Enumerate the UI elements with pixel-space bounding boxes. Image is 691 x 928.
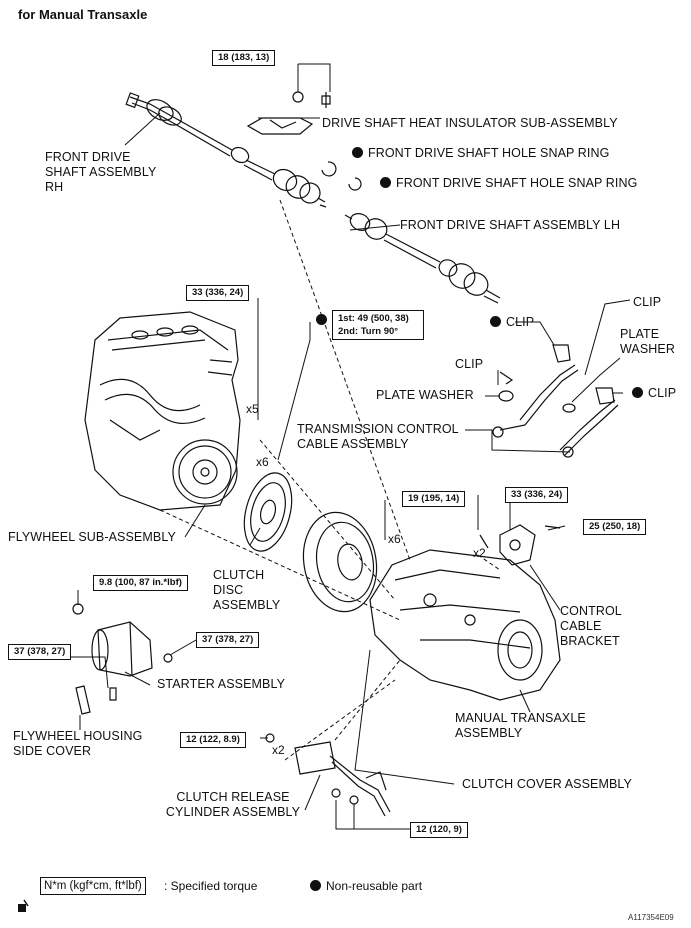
non-reusable-marker	[490, 316, 501, 327]
drive-shaft-rh-illustration	[125, 92, 327, 208]
clutch-release-cylinder-illustration	[265, 733, 391, 817]
torque-spec-heat-insulator: 18 (183, 13)	[212, 50, 276, 66]
torque-spec-clutch-cover: 19 (195, 14)	[402, 491, 466, 507]
label-clip-top-right: CLIP	[633, 295, 662, 309]
starter-illustration	[72, 603, 173, 701]
label-snap-ring-1: FRONT DRIVE SHAFT HOLE SNAP RING	[352, 146, 609, 161]
label-snap-ring-2: FRONT DRIVE SHAFT HOLE SNAP RING	[380, 176, 637, 191]
label-clutch-disc: CLUTCH DISC ASSEMBLY	[213, 568, 281, 612]
flywheel-housing-cover-illustration	[75, 685, 91, 715]
torque-spec-flywheel: 1st: 49 (500, 38) 2nd: Turn 90°	[332, 310, 424, 340]
label-control-cable: TRANSMISSION CONTROL CABLE ASSEMBLY	[297, 422, 459, 451]
legend-nonreusable: Non-reusable part	[310, 879, 422, 893]
label-clip-mid: CLIP	[490, 315, 534, 330]
transaxle-illustration	[369, 549, 561, 701]
label-plate-washer-left: PLATE WASHER	[376, 388, 474, 402]
torque-flywheel-step1: 1st: 49 (500, 38)	[338, 313, 409, 324]
engine-illustration	[84, 311, 241, 511]
non-reusable-marker	[310, 880, 321, 891]
control-cable-illustration	[492, 344, 619, 458]
label-clutch-cover: CLUTCH COVER ASSEMBLY	[462, 777, 632, 791]
label-heat-insulator: DRIVE SHAFT HEAT INSULATOR SUB-ASSEMBLY	[322, 116, 618, 130]
torque-spec-release-line: 12 (120, 9)	[410, 822, 468, 838]
drive-shaft-lh-illustration	[344, 213, 501, 304]
clutch-cover-illustration	[302, 511, 378, 613]
count-x6-flywheel: x6	[256, 455, 269, 469]
torque-spec-bracket: 33 (336, 24)	[505, 487, 569, 503]
torque-spec-starter-lower: 37 (378, 27)	[8, 644, 72, 660]
label-manual-transaxle: MANUAL TRANSAXLE ASSEMBLY	[455, 711, 586, 740]
torque-spec-starter-small: 9.8 (100, 87 in.*lbf)	[93, 575, 188, 591]
snap-ring-2-illustration	[348, 177, 362, 191]
label-flywheel-housing-cover: FLYWHEEL HOUSING SIDE COVER	[13, 729, 143, 758]
count-x5: x5	[246, 402, 259, 416]
label-plate-washer-right: PLATE WASHER	[620, 327, 676, 356]
clutch-disc-illustration	[243, 472, 293, 552]
label-clip-left: CLIP	[455, 357, 484, 371]
page-title: for Manual Transaxle	[18, 7, 148, 22]
label-starter: STARTER ASSEMBLY	[157, 677, 286, 691]
figure-code: A117354E09	[628, 913, 674, 922]
torque-spec-release-cylinder: 12 (122, 8.9)	[180, 732, 246, 748]
label-clip-right: CLIP	[632, 386, 676, 401]
label-drive-shaft-lh: FRONT DRIVE SHAFT ASSEMBLY LH	[400, 218, 621, 232]
legend-torque-unit: N*m (kgf*cm, ft*lbf)	[40, 877, 146, 895]
non-reusable-marker-flywheel	[316, 314, 327, 325]
snap-ring-1-illustration	[321, 161, 337, 177]
label-clutch-release-cylinder: CLUTCH RELEASE CYLINDER ASSEMBLY	[165, 790, 301, 819]
torque-spec-bracket-bolt: 25 (250, 18)	[583, 519, 647, 535]
count-x6-clutch-cover: x6	[388, 532, 401, 546]
count-x2-bracket: x2	[473, 546, 486, 560]
torque-spec-starter-upper: 37 (378, 27)	[196, 632, 260, 648]
label-control-cable-bracket: CONTROL CABLE BRACKET	[560, 604, 622, 648]
legend-torque-desc: : Specified torque	[164, 879, 258, 893]
non-reusable-marker	[352, 147, 363, 158]
non-reusable-marker	[632, 387, 643, 398]
torque-spec-engine-bolt: 33 (336, 24)	[186, 285, 250, 301]
heat-insulator-illustration	[246, 91, 331, 135]
count-x2-cylinder: x2	[272, 743, 285, 757]
torque-flywheel-step2: 2nd: Turn 90°	[338, 326, 399, 337]
manual-icon	[18, 899, 29, 912]
non-reusable-marker	[380, 177, 391, 188]
label-flywheel: FLYWHEEL SUB-ASSEMBLY	[8, 530, 176, 544]
label-drive-shaft-rh: FRONT DRIVE SHAFT ASSEMBLY RH	[45, 150, 157, 194]
control-cable-bracket-illustration	[479, 524, 561, 566]
